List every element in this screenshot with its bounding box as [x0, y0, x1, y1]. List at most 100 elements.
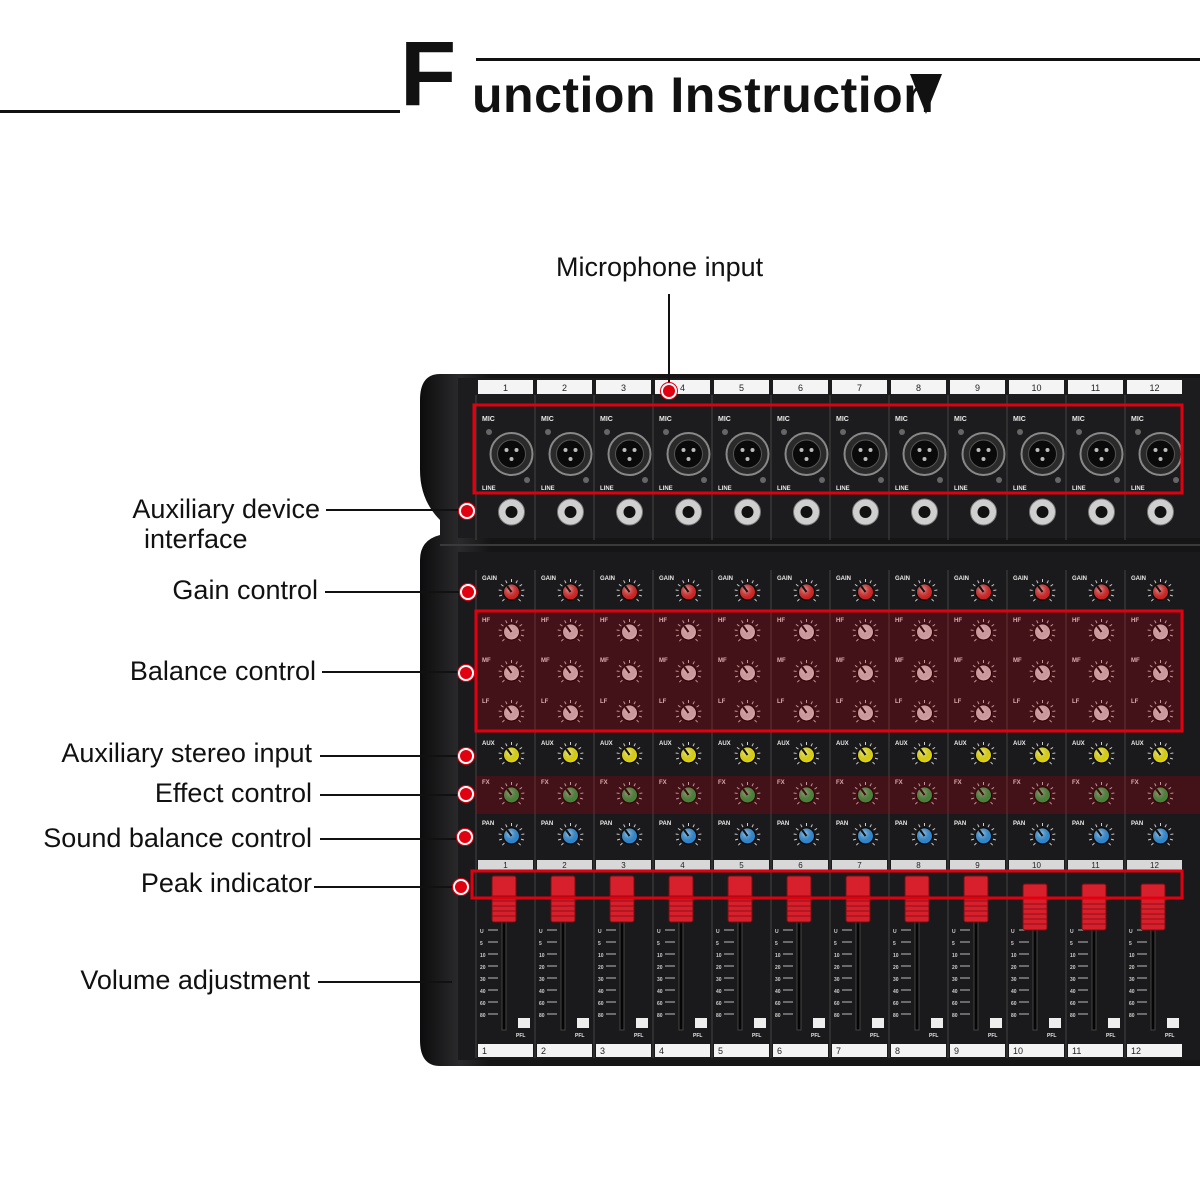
channel-number: 5	[739, 383, 744, 393]
knob-tick	[1169, 838, 1174, 841]
knob-tick	[577, 679, 581, 683]
knob-tick	[859, 661, 862, 665]
knob-tick	[505, 661, 508, 665]
knob-tick	[636, 719, 640, 723]
knob-tick	[928, 661, 931, 665]
knob-tick	[913, 786, 917, 790]
knob-tick	[990, 801, 994, 805]
mic-label: MIC	[954, 416, 967, 423]
knob-tick	[1051, 757, 1056, 760]
channel-number-plate	[1127, 380, 1182, 394]
knob-tick	[498, 675, 503, 678]
knob-tick	[578, 583, 582, 587]
knob-tick	[855, 598, 859, 602]
knob-tick	[1164, 661, 1167, 665]
knob-tick	[1091, 719, 1095, 723]
fader-number-plate	[478, 860, 533, 870]
gain-label: GAIN	[600, 576, 615, 582]
knob-tick	[637, 623, 641, 627]
knob-tick	[991, 704, 995, 708]
header: F unction Instruction	[0, 0, 1200, 140]
knob-tick	[520, 838, 525, 841]
xlr-pin	[622, 448, 627, 452]
channel-number: 8	[916, 383, 921, 393]
knob-tick	[918, 701, 921, 705]
knob-tick	[1088, 757, 1093, 760]
fader-scale-label: 5	[893, 941, 896, 947]
knob-tick	[498, 634, 503, 637]
knob-tick	[1105, 824, 1108, 828]
knob-tick	[1032, 638, 1036, 642]
lf-label: LF	[659, 699, 667, 705]
fader-channel-number: 8	[916, 861, 921, 870]
knob-tick	[518, 842, 522, 846]
pan-label: PAN	[718, 821, 730, 827]
knob-tick	[500, 827, 504, 831]
knob-tick	[933, 715, 938, 718]
aux-label: AUX	[482, 741, 495, 747]
lf-knob-pointer	[506, 706, 513, 714]
bottom-number-plate	[773, 1044, 828, 1057]
knob-tick	[695, 638, 699, 642]
fader-scale-label: 60	[480, 1001, 486, 1007]
mic-label: MIC	[718, 416, 731, 423]
knob-tick	[972, 583, 976, 587]
knob-tick	[682, 620, 685, 624]
knob-tick	[796, 801, 800, 805]
aux-knob-pointer	[919, 748, 926, 756]
knob-tick	[756, 838, 761, 841]
knob-tick	[1169, 757, 1174, 760]
fader-scale-label: 20	[1011, 965, 1017, 971]
red-dot-icon	[458, 786, 474, 802]
line-label: LINE	[777, 486, 791, 492]
knob-tick	[559, 746, 563, 750]
xlr-pin	[799, 448, 804, 452]
knob-tick	[564, 580, 567, 584]
fader-scale-label: 10	[1129, 953, 1135, 959]
fader-scale-label: 40	[775, 989, 781, 995]
mf-label: MF	[836, 658, 845, 664]
knob-tick	[795, 704, 799, 708]
knob-tick	[678, 761, 682, 765]
knob-tick	[869, 580, 872, 584]
knob-tick	[579, 757, 584, 760]
knob-tick	[973, 679, 977, 683]
hf-knob-pointer	[683, 625, 690, 633]
knob-tick	[970, 797, 975, 800]
knob-tick	[1164, 824, 1167, 828]
knob-tick	[616, 757, 621, 760]
knob-tick	[756, 675, 761, 678]
knob-tick	[637, 583, 641, 587]
fader-scale-label: U	[834, 929, 838, 935]
knob-tick	[1109, 583, 1113, 587]
xlr-pin	[563, 448, 568, 452]
bottom-channel-number: 8	[895, 1046, 900, 1056]
screw-icon	[781, 429, 787, 435]
knob-tick	[918, 580, 921, 584]
callout-line-microphone	[668, 294, 670, 386]
xlr-pin	[917, 448, 922, 452]
fx-label: FX	[600, 780, 608, 786]
pan-label: PAN	[482, 821, 494, 827]
fader-scale-label: 5	[1070, 941, 1073, 947]
knob-tick	[505, 701, 508, 705]
knob-tick	[855, 679, 859, 683]
knob-tick	[1169, 715, 1174, 718]
knob-tick	[933, 675, 938, 678]
xlr-pin	[858, 448, 863, 452]
mf-knob-pointer	[919, 666, 926, 674]
knob-tick	[579, 715, 584, 718]
fader-scale-label: 5	[1011, 941, 1014, 947]
aux-label: AUX	[1131, 741, 1144, 747]
mic-label: MIC	[1013, 416, 1026, 423]
pan-knob-pointer	[683, 829, 690, 837]
pfl-button	[931, 1018, 943, 1028]
knob-tick	[505, 743, 508, 747]
fader-scale-label: 5	[775, 941, 778, 947]
knob-tick	[1150, 719, 1154, 723]
bottom-channel-number: 12	[1131, 1046, 1141, 1056]
fader-scale-label: 40	[539, 989, 545, 995]
fader-scale-label: 80	[1070, 1013, 1076, 1019]
knob-tick	[756, 715, 761, 718]
fx-label: FX	[1131, 780, 1139, 786]
